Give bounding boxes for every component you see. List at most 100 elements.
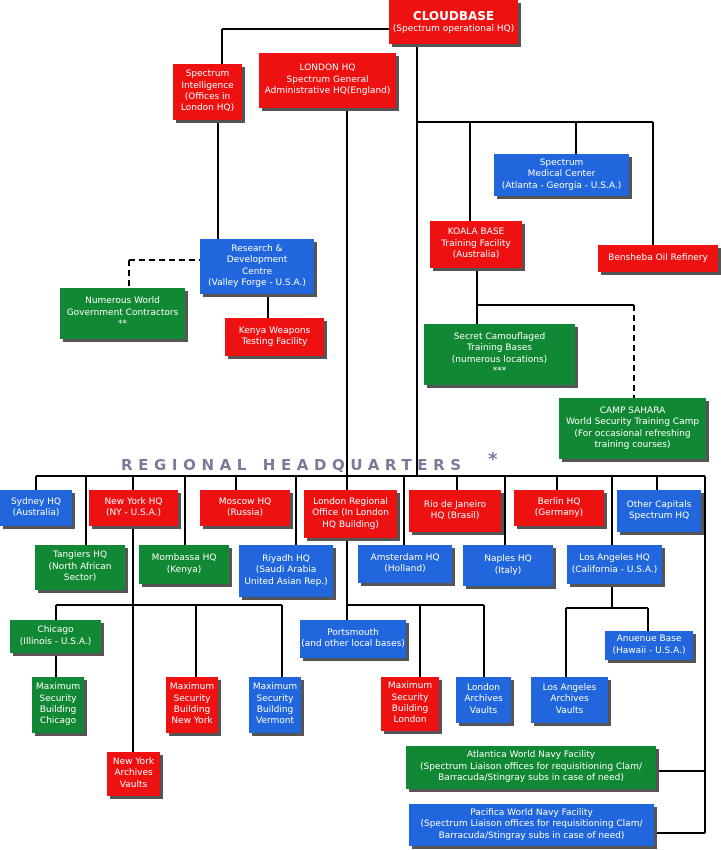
- node-line: training courses): [594, 439, 671, 450]
- node-line: Chicago: [37, 625, 74, 636]
- node-cloudbase[interactable]: CLOUDBASE (Spectrum operational HQ): [389, 0, 518, 44]
- node-line: Security: [39, 693, 77, 704]
- node-line: Office (In London: [312, 508, 389, 519]
- node-rio-hq[interactable]: Rio de Janeiro HQ (Brasil): [409, 490, 501, 532]
- node-line: Chicago: [39, 716, 77, 727]
- node-line: CAMP SAHARA: [599, 405, 666, 416]
- node-berlin-hq[interactable]: Berlin HQ (Germany): [514, 490, 604, 526]
- regional-headquarters-heading: REGIONAL HEADQUARTERS: [121, 456, 467, 474]
- node-line: Rio de Janeiro: [423, 499, 487, 510]
- node-camouflaged-bases[interactable]: Secret Camouflaged Training Bases (numer…: [424, 324, 575, 385]
- node-riyadh-hq[interactable]: Riyadh HQ (Saudi Arabia United Asian Rep…: [239, 545, 333, 597]
- node-atlantica[interactable]: Atlantica World Navy Facility (Spectrum …: [406, 746, 656, 789]
- node-line: Testing Facility: [241, 337, 308, 347]
- node-los-angeles-hq[interactable]: Los Angeles HQ (California - U.S.A.): [567, 545, 662, 584]
- node-line: (Spectrum Liaison offices for requisitio…: [419, 761, 643, 772]
- node-line: Anuenue Base: [616, 634, 682, 645]
- node-title: CLOUDBASE: [412, 8, 495, 23]
- node-line: Los Angeles: [542, 682, 597, 693]
- node-anuenue-base[interactable]: Anuenue Base (Hawaii - U.S.A.): [605, 631, 693, 660]
- node-line: Barracuda/Stingray subs in case of need): [438, 830, 625, 841]
- node-line: ***: [492, 365, 507, 376]
- node-ny-archives[interactable]: New York Archives Vaults: [107, 752, 160, 796]
- node-line: Vaults: [469, 705, 498, 716]
- node-line: Pacifica World Navy Facility: [470, 807, 593, 818]
- node-line: Berlin HQ: [537, 496, 581, 507]
- node-msb-london[interactable]: Maximum Security Building London: [381, 677, 439, 731]
- node-portsmouth[interactable]: Portsmouth (and other local bases): [300, 620, 406, 658]
- node-line: (Australia): [452, 250, 500, 261]
- node-line: Riyadh HQ: [262, 553, 310, 564]
- node-line: Barracuda/Stingray subs in case of need): [438, 773, 624, 784]
- node-line: Building: [256, 705, 294, 715]
- node-msb-chicago[interactable]: Maximum Security Building Chicago: [32, 677, 84, 733]
- node-line: Security: [391, 692, 429, 703]
- node-line: (Valley Forge - U.S.A.): [208, 277, 306, 288]
- node-line: Administrative HQ(England): [264, 86, 391, 97]
- node-line: (Kenya): [166, 564, 202, 575]
- node-kenya-weapons[interactable]: Kenya Weapons Testing Facility: [225, 318, 324, 356]
- node-line: Spectrum General: [286, 74, 369, 85]
- node-london-regional[interactable]: London Regional Office (In London HQ Bui…: [304, 490, 397, 538]
- node-line: Archives: [550, 694, 589, 705]
- node-koala-base[interactable]: KOALA BASE Training Facility (Australia): [430, 221, 522, 268]
- node-line: (Australia): [12, 508, 60, 518]
- node-line: Centre: [241, 266, 273, 277]
- node-bensheba[interactable]: Bensheba Oil Refinery: [598, 245, 718, 272]
- node-line: Los Angeles HQ: [579, 553, 650, 564]
- node-line: Amsterdam HQ: [370, 552, 440, 563]
- node-other-capitals[interactable]: Other Capitals Spectrum HQ: [617, 490, 701, 532]
- node-government-contractors[interactable]: Numerous World Government Contractors **: [60, 288, 185, 339]
- node-sydney-hq[interactable]: Sydney HQ (Australia): [0, 490, 72, 526]
- node-line: Spectrum HQ: [628, 511, 690, 521]
- node-line: Maximum: [252, 682, 298, 693]
- node-line: Maximum: [387, 681, 433, 692]
- node-line: (Spectrum Liaison offices for requisitio…: [420, 819, 643, 830]
- regional-headquarters-asterisk: *: [488, 449, 498, 470]
- node-camp-sahara[interactable]: CAMP SAHARA World Security Training Camp…: [559, 398, 706, 459]
- node-line: (For occasional refreshing: [574, 428, 691, 439]
- node-line: London: [467, 682, 500, 693]
- node-naples-hq[interactable]: Naples HQ (Italy): [463, 545, 553, 586]
- node-line: (California - U.S.A.): [571, 564, 658, 575]
- node-line: Sector): [63, 573, 97, 584]
- node-line: Archives: [114, 768, 153, 779]
- node-line: Archives: [464, 694, 503, 705]
- node-moscow-hq[interactable]: Moscow HQ (Russia): [200, 490, 290, 526]
- node-line: Naples HQ: [484, 554, 532, 565]
- node-msb-new-york[interactable]: Maximum Security Building New York: [166, 677, 218, 733]
- node-new-york-hq[interactable]: New York HQ (NY - U.S.A.): [89, 490, 178, 526]
- node-london-archives[interactable]: London Archives Vaults: [456, 677, 511, 723]
- node-amsterdam-hq[interactable]: Amsterdam HQ (Holland): [358, 545, 452, 583]
- node-mombassa-hq[interactable]: Mombassa HQ (Kenya): [139, 545, 229, 584]
- node-medical-center[interactable]: Spectrum Medical Center (Atlanta - Georg…: [494, 154, 629, 196]
- node-line: Other Capitals: [626, 499, 692, 510]
- node-pacifica[interactable]: Pacifica World Navy Facility (Spectrum L…: [409, 804, 654, 846]
- node-la-archives[interactable]: Los Angeles Archives Vaults: [531, 677, 608, 723]
- node-line: Building: [39, 705, 77, 715]
- node-line: London: [393, 715, 427, 726]
- node-line: Tangiers HQ: [52, 550, 108, 561]
- node-line: (North African: [48, 561, 112, 572]
- node-line: HQ (Brasil): [430, 511, 480, 521]
- node-line: Vermont: [255, 716, 295, 727]
- node-line: (Germany): [534, 508, 584, 518]
- node-research-development[interactable]: Research & Development Centre (Valley Fo…: [200, 239, 314, 294]
- node-line: KOALA BASE: [447, 227, 505, 238]
- node-line: Moscow HQ: [218, 496, 272, 507]
- node-spectrum-intelligence[interactable]: Spectrum Intelligence (Offices in London…: [173, 64, 242, 120]
- node-msb-vermont[interactable]: Maximum Security Building Vermont: [249, 677, 301, 733]
- node-line: Vaults: [555, 705, 584, 716]
- node-line: (Italy): [494, 565, 522, 576]
- node-london-hq[interactable]: LONDON HQ Spectrum General Administrativ…: [259, 53, 396, 108]
- node-line: Spectrum: [539, 157, 584, 168]
- node-line: Maximum: [169, 682, 215, 693]
- node-line: Kenya Weapons: [238, 325, 311, 336]
- node-line: Secret Camouflaged: [453, 331, 546, 342]
- node-chicago[interactable]: Chicago (Illinois - U.S.A.): [10, 620, 101, 653]
- node-line: Security: [256, 693, 294, 704]
- node-line: Mombassa HQ: [151, 553, 217, 564]
- node-tangiers-hq[interactable]: Tangiers HQ (North African Sector): [35, 545, 125, 590]
- node-line: Training Facility: [441, 238, 511, 249]
- node-line: (and other local bases): [301, 639, 405, 649]
